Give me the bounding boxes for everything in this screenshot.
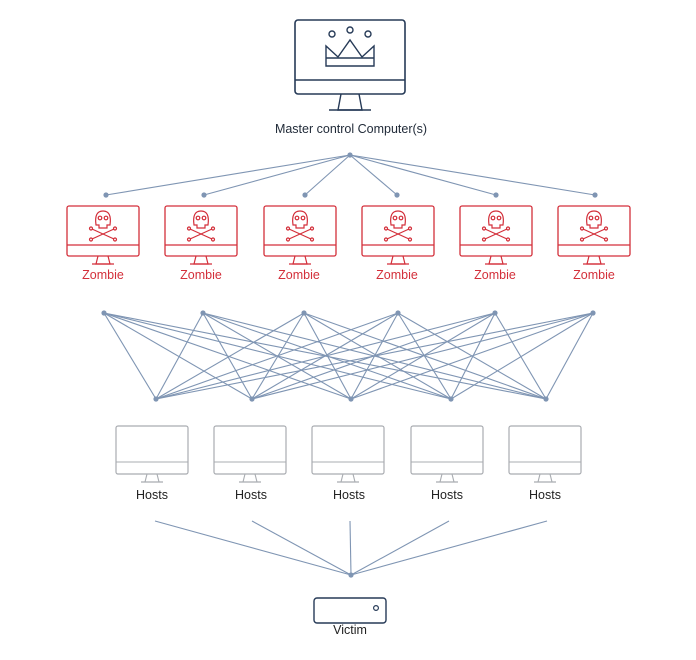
zombie-label: Zombie	[82, 268, 124, 282]
skull-icon	[579, 210, 609, 242]
zombie-computer-icon	[361, 205, 435, 265]
connection-line	[155, 312, 496, 400]
skull-icon	[481, 210, 511, 242]
connection-lines	[101, 152, 598, 578]
crown-icon	[325, 26, 375, 67]
connection-line	[349, 520, 352, 576]
zombie-computer-icon	[557, 205, 631, 265]
zombie-label: Zombie	[376, 268, 418, 282]
node-dot	[201, 192, 207, 198]
connection-line	[494, 312, 547, 400]
node-dot	[249, 396, 255, 402]
host-label: Hosts	[431, 488, 463, 502]
master-computer-icon	[294, 19, 406, 111]
node-dot	[543, 396, 549, 402]
skull-icon	[186, 210, 216, 242]
node-dot	[590, 310, 596, 316]
victim-server-icon	[313, 597, 387, 624]
node-dot	[301, 310, 307, 316]
node-dot	[348, 396, 354, 402]
skull-icon	[88, 210, 118, 242]
connection-line	[154, 520, 352, 576]
victim-label: Victim	[333, 623, 367, 637]
connection-line	[350, 312, 594, 400]
connection-line	[304, 154, 351, 196]
host-computer-icon	[410, 425, 484, 483]
connection-line	[349, 154, 596, 196]
connection-line	[349, 154, 497, 196]
node-dot	[103, 192, 109, 198]
node-dot	[101, 310, 107, 316]
host-computer-icon	[311, 425, 385, 483]
zombie-label: Zombie	[573, 268, 615, 282]
connection-line	[545, 312, 594, 400]
node-dot	[394, 192, 400, 198]
zombie-computer-icon	[459, 205, 533, 265]
connection-line	[303, 312, 452, 400]
connection-line	[350, 520, 548, 576]
node-dot	[347, 152, 353, 158]
connection-line	[350, 520, 450, 576]
connection-line	[251, 312, 594, 400]
connection-line	[349, 154, 398, 196]
zombie-computer-icon	[66, 205, 140, 265]
host-label: Hosts	[136, 488, 168, 502]
host-computer-icon	[213, 425, 287, 483]
node-dot	[492, 310, 498, 316]
host-computer-icon	[115, 425, 189, 483]
skull-icon	[383, 210, 413, 242]
node-dot	[493, 192, 499, 198]
zombie-computer-icon	[263, 205, 337, 265]
connection-line	[105, 154, 351, 196]
zombie-label: Zombie	[180, 268, 222, 282]
connection-line	[203, 154, 351, 196]
node-dot	[302, 192, 308, 198]
zombie-label: Zombie	[278, 268, 320, 282]
node-dot	[592, 192, 598, 198]
node-dot	[200, 310, 206, 316]
zombie-label: Zombie	[474, 268, 516, 282]
node-dot	[348, 572, 354, 578]
host-computer-icon	[508, 425, 582, 483]
host-label: Hosts	[333, 488, 365, 502]
host-label: Hosts	[529, 488, 561, 502]
node-dot	[395, 310, 401, 316]
skull-icon	[285, 210, 315, 242]
connection-line	[155, 312, 204, 400]
connection-line	[155, 312, 399, 400]
connection-line	[202, 312, 253, 400]
master-label: Master control Computer(s)	[274, 122, 428, 136]
connection-line	[251, 520, 352, 576]
node-dot	[448, 396, 454, 402]
node-dot	[153, 396, 159, 402]
connection-line	[155, 312, 594, 400]
connection-line	[103, 312, 157, 400]
connection-line	[450, 312, 594, 400]
zombie-computer-icon	[164, 205, 238, 265]
host-label: Hosts	[235, 488, 267, 502]
connection-line	[155, 312, 305, 400]
